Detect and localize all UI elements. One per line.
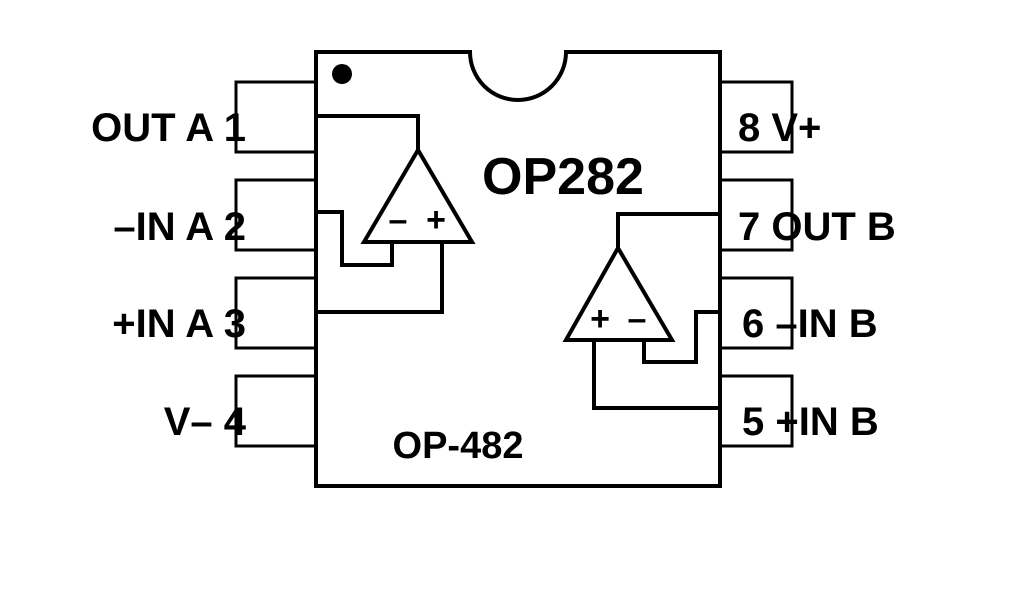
amplifier-b-output-wire: [616, 212, 720, 248]
pin-4-lead: [234, 374, 318, 448]
amplifier-b-noninverting-wire: [592, 340, 720, 410]
amplifier-a-noninverting-wire: [316, 242, 444, 314]
pin-2-label: –IN A 2: [113, 205, 246, 249]
amplifier-a-output-wire: [316, 114, 420, 150]
pin-3-lead: [234, 276, 318, 350]
pin-5-label: 5 +IN B: [742, 400, 879, 444]
pin-7-label: 7 OUT B: [738, 205, 896, 249]
pin-7-lead: [716, 178, 794, 252]
amplifier-b-triangle: [562, 243, 676, 342]
pin-1-lead: [234, 80, 318, 154]
pin-8-label: 8 V+: [738, 106, 821, 150]
part-number-secondary: OP-482: [393, 425, 524, 467]
pin-4-label: V– 4: [164, 400, 247, 444]
amplifier-a-inverting-sign: –: [389, 201, 408, 239]
amplifier-a-triangle: [360, 146, 476, 244]
amplifier-b-inverting-wire: [642, 310, 720, 364]
pin-1-indicator-dot: [332, 64, 352, 84]
part-number-primary: OP282: [482, 148, 644, 206]
pin-6-label: 6 –IN B: [742, 302, 878, 346]
amplifier-b-inverting-sign: –: [628, 300, 647, 338]
pin-5-lead: [716, 374, 794, 448]
pin-1-label: OUT A 1: [91, 106, 246, 150]
amplifier-a-inverting-wire: [316, 210, 394, 267]
pin-6-lead: [716, 276, 794, 350]
amplifier-a-noninverting-sign: +: [426, 201, 446, 239]
pin-2-lead: [234, 178, 318, 252]
package-body: [314, 50, 722, 488]
pin-3-label: +IN A 3: [112, 302, 246, 346]
amplifier-b-noninverting-sign: +: [590, 300, 610, 338]
